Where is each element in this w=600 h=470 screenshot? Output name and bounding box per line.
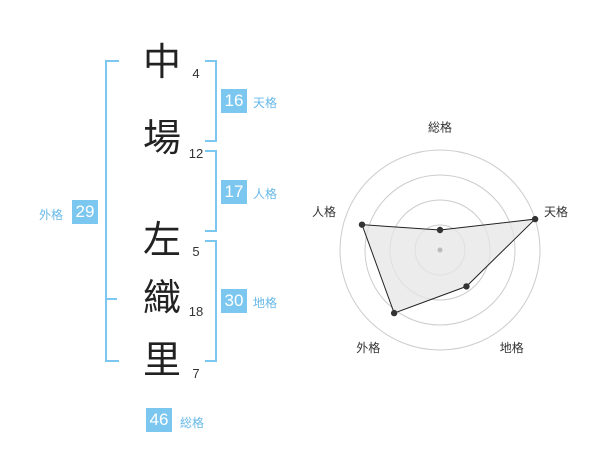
chikaku-value: 30: [221, 289, 247, 313]
jinkaku-value: 17: [221, 180, 247, 204]
surname-split-tick: [105, 298, 117, 300]
name-char-3: 左: [142, 218, 181, 262]
radar-point-1: [436, 226, 444, 234]
radar-point-2: [531, 215, 539, 223]
name-char-4: 織: [142, 276, 181, 320]
name-char-2: 場: [142, 116, 181, 160]
radar-axis-label-1: 総格: [428, 120, 452, 135]
radar-axis-label-4: 外格: [356, 340, 380, 355]
stroke-count-1: 4: [192, 66, 200, 81]
radar-grid-ring: [364, 174, 516, 326]
gaikaku-bracket: [105, 60, 119, 362]
soukaku-label: 総格: [180, 416, 205, 430]
radar-series-area: [361, 218, 537, 314]
soukaku-value: 46: [146, 408, 172, 432]
stroke-count-4: 18: [188, 304, 204, 319]
radar-axis-label-2: 天格: [544, 204, 568, 219]
radar-point-3: [463, 283, 470, 290]
chikaku-label: 地格: [253, 296, 278, 310]
chikaku-bracket: [205, 240, 217, 362]
radar-point-4: [390, 309, 398, 317]
tenkaku-value: 16: [221, 89, 247, 113]
stroke-count-3: 5: [192, 244, 200, 259]
stroke-count-2: 12: [188, 146, 204, 161]
name-char-1: 中: [142, 40, 181, 84]
radar-center-dot: [437, 247, 443, 253]
gaikaku-label: 外格: [39, 208, 64, 222]
stroke-count-5: 7: [192, 366, 200, 381]
tenkaku-bracket: [205, 60, 217, 142]
tenkaku-label: 天格: [253, 96, 278, 110]
gaikaku-value: 29: [72, 200, 98, 224]
jinkaku-label: 人格: [253, 187, 278, 201]
radar-point-5: [358, 221, 366, 228]
radar-axis-label-3: 地格: [500, 340, 524, 355]
radar-grid-ring: [339, 149, 541, 351]
radar-axis-label-5: 人格: [312, 204, 336, 219]
name-char-5: 里: [142, 338, 181, 382]
jinkaku-bracket: [205, 150, 217, 232]
